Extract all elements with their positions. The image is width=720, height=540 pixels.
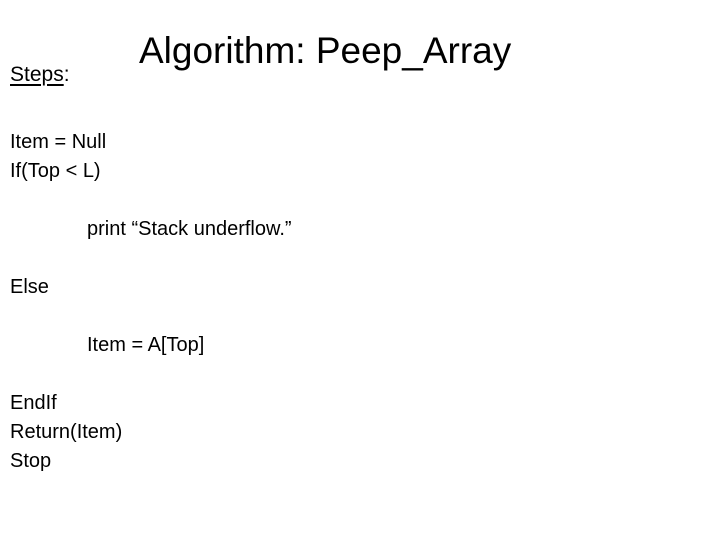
steps-label: Steps: bbox=[10, 62, 70, 88]
code-line-blank bbox=[0, 360, 720, 389]
code-line-blank bbox=[0, 244, 720, 273]
code-line: If(Top < L) bbox=[10, 160, 101, 182]
steps-label-word: Steps bbox=[10, 63, 64, 86]
code-line: EndIf bbox=[10, 392, 57, 414]
algorithm-body: Item = Null If(Top < L) print “Stack und… bbox=[0, 128, 720, 476]
page-title: Algorithm: Peep_Array bbox=[139, 30, 512, 71]
code-line: Return(Item) bbox=[10, 421, 123, 443]
steps-label-colon: : bbox=[63, 63, 70, 86]
code-line: Stop bbox=[10, 450, 52, 472]
code-line: print “Stack underflow.” bbox=[87, 218, 292, 240]
code-line: Item = Null bbox=[10, 131, 107, 153]
code-line-blank bbox=[0, 186, 720, 215]
code-line-blank bbox=[0, 302, 720, 331]
code-line: Else bbox=[10, 276, 49, 298]
code-line: Item = A[Top] bbox=[87, 334, 205, 356]
